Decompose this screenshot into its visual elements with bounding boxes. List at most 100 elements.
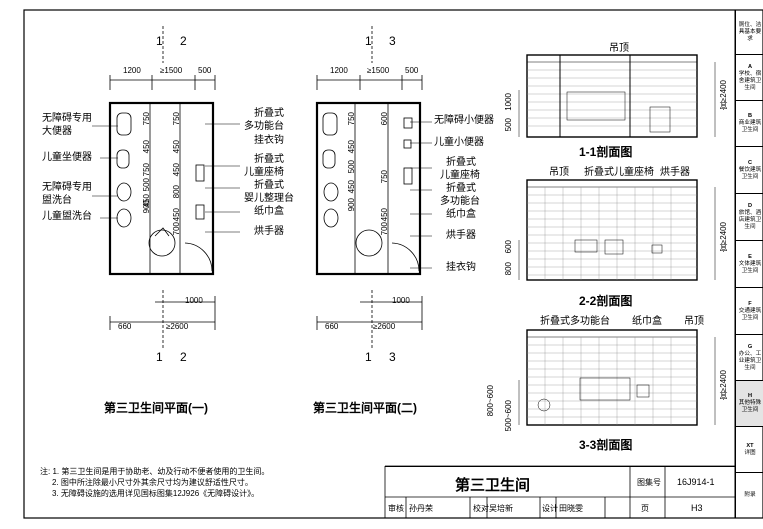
sheet-title: 第三卫生间 (455, 477, 531, 494)
fixture-label: 折叠式 (446, 183, 476, 194)
dimension: 450 (172, 140, 181, 154)
section-label: 纸巾盒 (632, 316, 662, 327)
dimension: ≥2600 (373, 322, 396, 331)
index-letter: H (747, 393, 753, 399)
dimension: ≥1500 (160, 66, 183, 75)
fixture-label: 婴儿整理台 (244, 193, 294, 204)
dimension: 600 (504, 240, 513, 254)
dimension: ≥1500 (367, 66, 390, 75)
dimension: 450 (380, 208, 389, 222)
dimension: ≥2600 (166, 322, 189, 331)
section-mark: 1 (365, 34, 372, 48)
section-mark: 1 (365, 350, 372, 364)
dimension: 450 (142, 140, 151, 154)
index-letter: F (748, 300, 752, 307)
design-label: 设计 (542, 504, 558, 513)
dimension: 宜≥2400 (719, 370, 728, 401)
dimension: 450 (172, 208, 181, 222)
index-letter: C (747, 159, 753, 166)
notes-block: 注: 1. 第三卫生间是用于协助老、幼及行动不便者使用的卫生间。 2. 图中所注… (40, 466, 269, 499)
index-label: 文体建筑卫生间 (738, 260, 762, 274)
dimension: 700 (172, 222, 181, 236)
section-1-1-title: 1-1剖面图 (579, 145, 633, 159)
page-label: 页 (641, 504, 649, 513)
dimension: 500 (198, 66, 212, 75)
index-label: 旅馆、酒店建筑卫生间 (738, 210, 762, 230)
fixture-label: 纸巾盒 (254, 206, 284, 217)
dimension: 1000 (392, 296, 410, 305)
dimension: 1200 (123, 66, 141, 75)
index-letter: XT (746, 442, 754, 449)
index-letter: D (747, 203, 753, 209)
dimension: 660 (118, 322, 132, 331)
dimension: 800 (172, 185, 181, 199)
dimension: 450 (347, 140, 356, 154)
index-label: 办公、工业建筑卫生间 (738, 350, 762, 371)
section-label: 折叠式多功能台 (540, 316, 610, 327)
index-letter: A (747, 63, 753, 70)
section-label: 吊顶 (549, 167, 569, 178)
fixture-label: 无障碍专用 (42, 113, 92, 124)
page-number: H3 (691, 503, 703, 513)
plan-one-title: 第三卫生间平面(一) (104, 401, 208, 415)
section-mark: 2 (180, 350, 187, 364)
section-mark: 3 (389, 34, 396, 48)
dimension: 450 (347, 180, 356, 194)
section-mark: 2 (180, 34, 187, 48)
dimension: 1000 (504, 93, 513, 111)
dimension: 宜≥2400 (719, 80, 728, 111)
title-block: 第三卫生间 图集号 16J914-1 审核 孙丹荣 校对 吴培新 设计 田晓雯 … (385, 466, 735, 519)
fixture-label: 折叠式 (446, 157, 476, 168)
fixture-label: 多功能台 (440, 196, 480, 207)
dimension: 500 (504, 118, 513, 132)
section-3-3-title: 3-3剖面图 (579, 438, 633, 452)
dimension: 600 (380, 112, 389, 126)
checker-name: 吴培新 (489, 504, 513, 513)
index-item[interactable]: 厕位、洁具基本要求 (736, 10, 763, 55)
dimension: 900 (347, 198, 356, 212)
section-3-3-drawing (518, 329, 716, 426)
fixture-label: 无障碍专用 (42, 182, 92, 193)
index-item[interactable]: 附录 (736, 473, 763, 518)
index-label: 交通建筑卫生间 (738, 307, 762, 321)
fixture-label: 儿童小便器 (434, 137, 484, 148)
fixture-label: 盥洗台 (42, 195, 72, 206)
fixture-label: 大便器 (42, 126, 72, 137)
plan-two-drawing (315, 26, 423, 350)
note-line: 注: 1. 第三卫生间是用于协助老、幼及行动不便者使用的卫生间。 (40, 467, 270, 476)
section-mark: 1 (156, 34, 163, 48)
fixture-label: 儿童座椅 (440, 170, 480, 181)
fixture-label: 折叠式 (254, 154, 284, 165)
review-label: 审核 (388, 504, 404, 513)
dimension: 750 (347, 112, 356, 126)
plan-one-drawing (108, 26, 216, 350)
section-mark: 1 (156, 350, 163, 364)
section-2-2-title: 2-2剖面图 (579, 294, 633, 308)
fixture-label: 挂衣钩 (446, 262, 476, 273)
fixture-label: 多功能台 (244, 121, 284, 132)
dimension: 660 (325, 322, 339, 331)
note-line: 3. 无障碍设施的选用详见国标图集12J926《无障碍设计》。 (52, 489, 260, 498)
index-label: 餐饮建筑卫生间 (738, 166, 762, 180)
dimension: 750 (142, 163, 151, 177)
fixture-label: 儿童坐便器 (42, 152, 92, 163)
section-label: 折叠式儿童座椅 (584, 167, 654, 178)
designer-name: 田晓雯 (559, 504, 583, 513)
index-label: 详图 (744, 449, 756, 456)
dimension: 750 (172, 112, 181, 126)
index-label: 其他特殊卫生间 (738, 400, 762, 413)
section-label: 烘手器 (660, 167, 690, 178)
index-letter: E (748, 253, 752, 260)
dimension: 900 (142, 200, 151, 214)
